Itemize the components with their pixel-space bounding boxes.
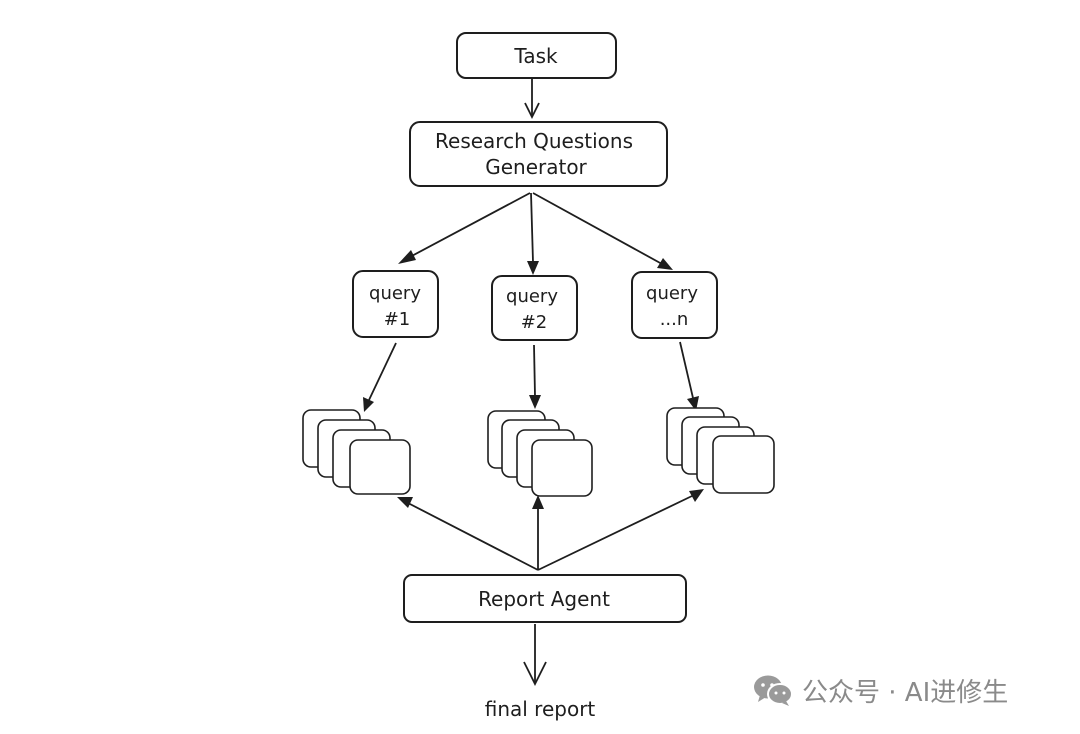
edge-generator-to-query1 — [398, 192, 531, 264]
report-agent-label: Report Agent — [478, 587, 610, 611]
edge-generator-to-query2 — [527, 192, 539, 275]
edge-query1-to-docs — [363, 342, 397, 412]
edge-query2-to-docs — [529, 344, 541, 409]
query-node-n: query ...n — [631, 271, 718, 339]
edge-agent-to-final-report — [523, 624, 547, 687]
watermark: 公众号 · AI进修生 — [752, 672, 1008, 708]
document-card — [349, 439, 411, 495]
wechat-icon — [754, 675, 793, 706]
edge-queryn-to-docs — [679, 341, 699, 411]
task-node: Task — [456, 32, 617, 79]
edge-task-to-generator — [524, 78, 540, 120]
watermark-text: 公众号 · AI进修生 — [802, 677, 1009, 708]
query-node-1: query #1 — [352, 270, 439, 338]
edge-agent-to-docs-2 — [532, 495, 544, 570]
edge-agent-to-docs-1 — [397, 497, 539, 571]
queryn-label-line2: ...n — [660, 309, 689, 330]
document-stack-1 — [302, 409, 411, 495]
queryn-label-line1: query — [646, 283, 698, 304]
edge-generator-to-queryn — [532, 192, 673, 270]
document-stack-2 — [487, 410, 593, 497]
generator-node: Research Questions Generator — [409, 121, 668, 187]
document-card — [531, 439, 593, 497]
document-stack-n — [666, 407, 775, 494]
edge-agent-to-docs-n — [537, 489, 704, 571]
query1-label-line2: #1 — [384, 309, 411, 330]
query2-label-line1: query — [506, 286, 558, 307]
query1-label-line1: query — [369, 283, 421, 304]
generator-label-line1: Research Questions — [435, 129, 633, 153]
report-agent-node: Report Agent — [403, 574, 687, 623]
query2-label-line2: #2 — [521, 312, 548, 333]
query-node-2: query #2 — [491, 275, 578, 341]
generator-label-line2: Generator — [485, 155, 587, 179]
document-card — [712, 435, 775, 494]
final-report-label: final report — [485, 697, 596, 721]
task-label: Task — [513, 44, 558, 68]
